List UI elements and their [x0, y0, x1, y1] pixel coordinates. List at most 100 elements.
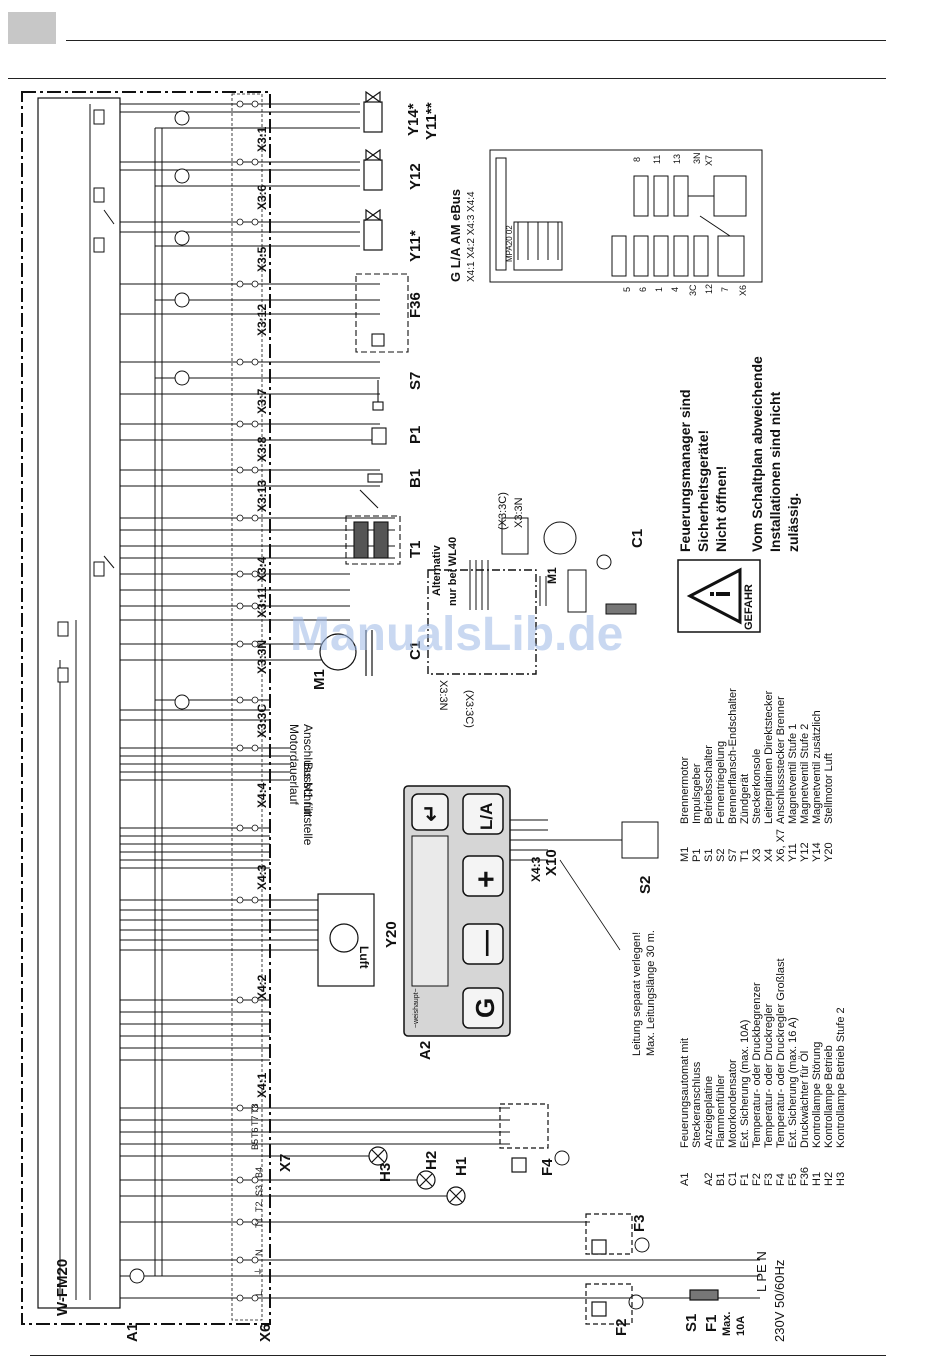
label-bus: Busschnittstelle [301, 762, 315, 846]
term-x3-3n: X3:3N [255, 640, 269, 674]
legend-desc: Feuerungsautomat mit [679, 1038, 691, 1148]
legend-desc: Zündgerät [739, 774, 751, 824]
label-f2: F2 [613, 1318, 630, 1336]
legend-code: F3 [763, 1173, 775, 1186]
label-a2: A2 [417, 1041, 434, 1060]
term-x3-5: X3:5 [255, 246, 269, 272]
label-supply-1: L PE N [754, 1251, 769, 1292]
legend-desc: Ext. Sicherung (max. 16 A) [787, 1017, 799, 1148]
rotated-labels: W-FM20 A1 X3:1 X3:6 X3:5 X3:12 X3:7 X3:8… [54, 102, 801, 1342]
x7-pin-t1: T1 [254, 1217, 264, 1228]
board-pin-4: 4 [670, 287, 680, 292]
legend-desc: Magnetventil zusätzlich [811, 710, 823, 824]
label-s7: S7 [407, 372, 424, 390]
board-chip: MPA20 02 [505, 225, 514, 262]
label-y12: Y12 [407, 163, 424, 190]
label-p1: P1 [407, 426, 424, 444]
valve-symbols [363, 90, 383, 251]
legend-desc: Stellmotor Luft [823, 753, 835, 824]
term-x3-12: X3:12 [255, 304, 269, 336]
board-pin-13: 13 [672, 154, 682, 164]
legend-desc: Temperatur- oder Druckregler Großlast [775, 958, 787, 1148]
legend-desc: Betriebsschalter [703, 745, 715, 824]
warning-sign [677, 559, 761, 633]
legend-code: Y12 [799, 842, 811, 862]
label-b1: B1 [407, 469, 424, 488]
legend-desc: Steckeranschluss [691, 1061, 703, 1148]
legend-desc: Anschlussstecker Brenner [775, 696, 787, 824]
legend-desc: Anzeigeplatine [703, 1076, 715, 1148]
x6-pin-pe: ⏚ [254, 1267, 264, 1276]
board-pin-5: 5 [622, 287, 632, 292]
term-x4-4: X4:4 [255, 782, 269, 808]
label-s1: S1 [683, 1314, 700, 1332]
label-h2: H2 [423, 1151, 440, 1170]
legend-desc: Leiterplatinen Direktstecker [763, 690, 775, 824]
panel-btn-la: L/A [477, 803, 496, 830]
legend-code: H2 [823, 1172, 835, 1186]
alt-x33n-a: X3:3N [437, 680, 449, 711]
label-f4: F4 [539, 1158, 556, 1176]
label-supply-2: 230V 50/60Hz [772, 1260, 787, 1342]
term-x4-3: X4:3 [255, 864, 269, 890]
term-x3-3c: X3:3C [255, 704, 269, 738]
legend-code: B1 [715, 1173, 727, 1186]
control-board [489, 149, 763, 283]
term-x10: X10 [543, 849, 560, 876]
board-x6: X6 [738, 285, 748, 296]
term-x6: X6 [257, 1324, 274, 1342]
label-f1: F1 [703, 1314, 720, 1332]
board-pin-1: 1 [654, 287, 664, 292]
legend-code: A2 [703, 1173, 715, 1186]
legend-desc: Motorkondensator [727, 1059, 739, 1148]
legend-code: M1 [679, 847, 691, 862]
x6-pin-l: L [254, 1291, 264, 1296]
term-x3-7: X3:7 [255, 388, 269, 414]
header-rule [66, 40, 886, 41]
warning-label: GEFAHR [743, 584, 755, 630]
alt-x33c-b: (X3:3C) [497, 492, 509, 530]
legend-right: M1 Brennermotor P1 Impulsgeber S1 Betrie… [679, 688, 835, 862]
board-pin-7: 7 [720, 287, 730, 292]
y20-actuator [317, 893, 375, 987]
legend-code: Y11 [787, 843, 799, 862]
panel-btn-minus: — [470, 930, 500, 956]
legend-desc: Brennerflansch-Endschalter [727, 688, 739, 824]
legend-desc: Fernentriegelung [715, 741, 727, 824]
legend-code: Y14 [811, 842, 823, 862]
footer-rule [30, 1355, 886, 1356]
board-pin-3c: 3C [688, 284, 698, 296]
board-pin-6: 6 [638, 287, 648, 292]
label-y20: Y20 [383, 921, 400, 948]
legend-desc: Magnetventil Stufe 1 [787, 724, 799, 824]
term-x3-1: X3:1 [255, 126, 269, 152]
label-luft: Luft [357, 946, 371, 969]
header-rule-lower [8, 78, 886, 79]
board-pin-3n: 3N [692, 152, 702, 164]
header-tab [8, 12, 56, 44]
legend-code: S2 [715, 849, 727, 862]
warning-line-1: Feuerungsmanager sind [677, 389, 693, 552]
module-label: W-FM20 [54, 1259, 71, 1316]
x7-pin-t2: T2 [254, 1201, 264, 1212]
label-h1: H1 [453, 1157, 470, 1176]
panel-btn-plus: + [470, 870, 503, 888]
legend-code: X4 [763, 849, 775, 862]
legend-left: A1 Feuerungsautomat mit Steckeranschluss… [679, 958, 847, 1186]
label-y11b: Y11** [423, 102, 440, 140]
legend-code: F2 [751, 1173, 763, 1186]
legend-desc: Kontrollampe Störung [811, 1042, 823, 1148]
label-h3: H3 [377, 1163, 394, 1182]
module-frame [21, 91, 271, 1325]
legend-code: Y20 [823, 842, 835, 862]
terminal-columns [231, 93, 263, 1321]
relay-contacts [57, 109, 115, 683]
legend-desc: Magnetventil Stufe 2 [799, 724, 811, 824]
legend-desc: Kontrollampe Betrieb Stufe 2 [835, 1007, 847, 1148]
x7-pin-b5: B5 [250, 1139, 260, 1150]
module-rails [59, 104, 163, 1300]
label-f36: F36 [407, 292, 424, 318]
x7-pin-t6: T6 [250, 1127, 260, 1138]
terminal-pins [236, 100, 259, 1302]
